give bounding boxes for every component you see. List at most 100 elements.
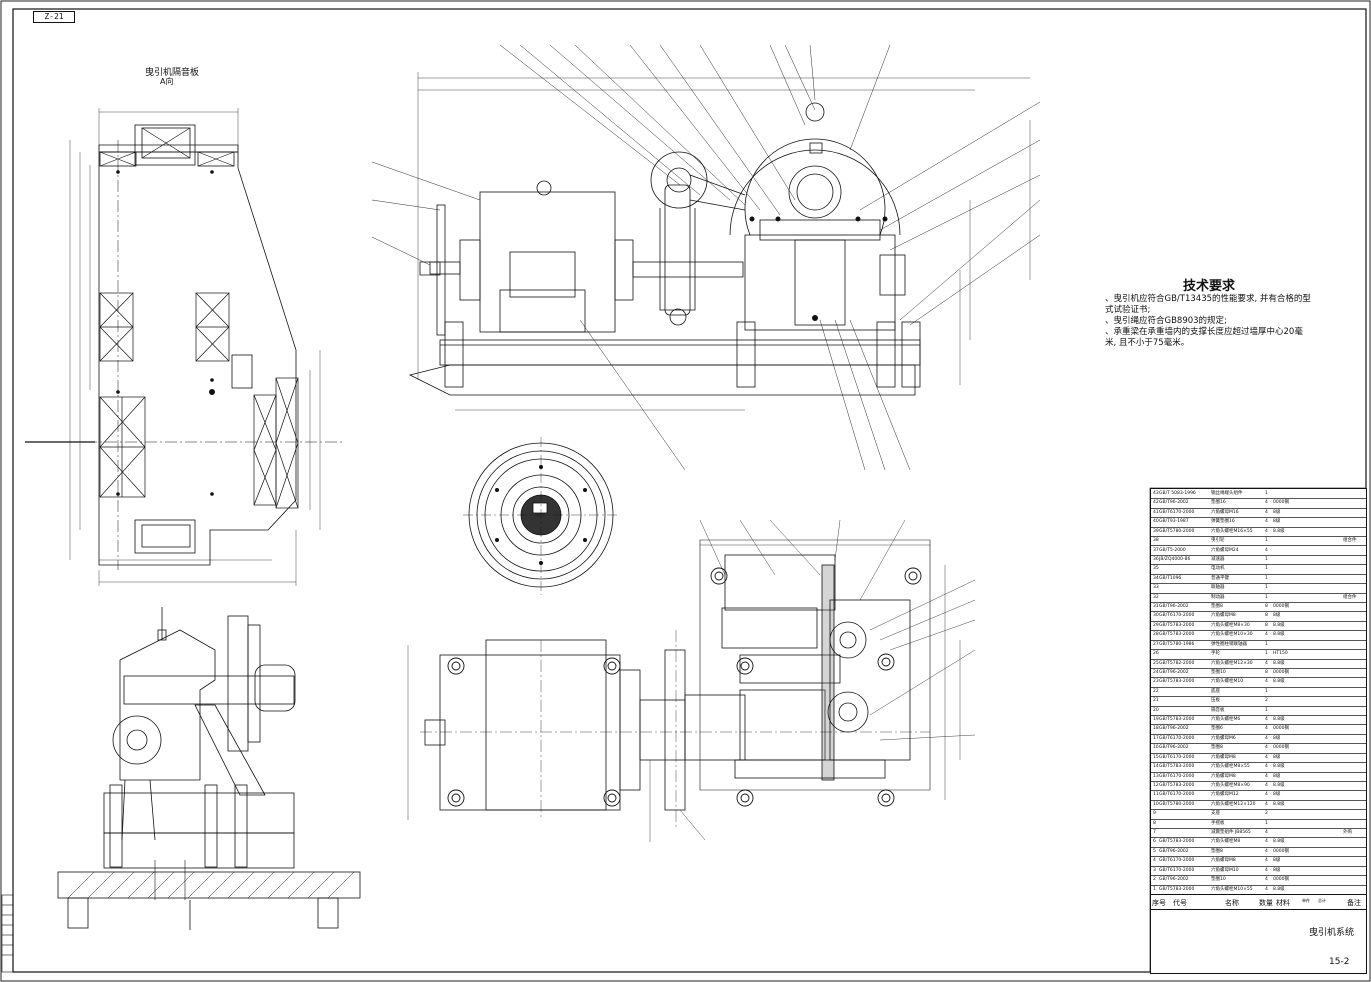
bom-remark: 组合件 bbox=[1343, 594, 1357, 600]
bom-qty: 1 bbox=[1265, 820, 1268, 826]
bom-index: 42 bbox=[1153, 500, 1159, 506]
bom-code: GB/T6170-2000 bbox=[1159, 773, 1195, 779]
bom-index: 9 bbox=[1153, 811, 1156, 817]
bom-row: 9 支座 2 bbox=[1151, 809, 1366, 820]
bom-qty: 1 bbox=[1265, 641, 1268, 647]
bom-name: 六角头螺栓M8×30 bbox=[1211, 622, 1250, 628]
bom-index: 15 bbox=[1153, 754, 1159, 760]
bom-name: 压板 bbox=[1211, 698, 1220, 704]
bom-qty: 4 bbox=[1265, 500, 1268, 506]
bom-qty: 4 bbox=[1265, 726, 1268, 732]
bom-index: 14 bbox=[1153, 764, 1159, 770]
bom-code: GB/T5783-2000 bbox=[1159, 717, 1195, 723]
bom-header-qty: 数量 bbox=[1259, 899, 1273, 907]
bom-material: 8.8级 bbox=[1273, 528, 1285, 534]
bom-name: 电动机 bbox=[1211, 566, 1225, 572]
bom-name: 六角螺母M8 bbox=[1211, 613, 1236, 619]
bom-code: GB/T5-2000 bbox=[1159, 547, 1186, 553]
bom-index: 16 bbox=[1153, 745, 1159, 751]
bom-qty: 4 bbox=[1265, 509, 1268, 515]
bom-code: GB/T6170-2000 bbox=[1159, 867, 1195, 873]
bom-qty: 1 bbox=[1265, 585, 1268, 591]
bom-index: 22 bbox=[1153, 688, 1159, 694]
bom-material: 8.8级 bbox=[1273, 622, 1285, 628]
bom-qty: 4 bbox=[1265, 877, 1268, 883]
bom-index: 12 bbox=[1153, 782, 1159, 788]
bom-header: 序号 代号 名称 数量 材料 单件 总计 备注 bbox=[1151, 894, 1366, 910]
bom-material: 8.8级 bbox=[1273, 679, 1285, 685]
bom-qty: 8 bbox=[1265, 669, 1268, 675]
bom-qty: 1 bbox=[1265, 575, 1268, 581]
bom-code: GB/T5780-2000 bbox=[1159, 528, 1195, 534]
bom-qty: 4 bbox=[1265, 773, 1268, 779]
bom-code: JB/ZQ4000-86 bbox=[1159, 556, 1191, 562]
bom-qty: 4 bbox=[1265, 735, 1268, 741]
bom-material: 0000钢 bbox=[1273, 604, 1289, 610]
bom-qty: 4 bbox=[1265, 858, 1268, 864]
bom-name: 联轴器 bbox=[1211, 585, 1225, 591]
bom-name: 六角螺母M16 bbox=[1211, 509, 1239, 515]
bom-qty: 4 bbox=[1265, 867, 1268, 873]
bom-index: 43 bbox=[1153, 491, 1159, 496]
bom-qty: 1 bbox=[1265, 688, 1268, 694]
bom-index: 39 bbox=[1153, 528, 1159, 534]
bom-qty: 2 bbox=[1265, 811, 1268, 817]
bom-qty: 4 bbox=[1265, 886, 1268, 892]
plan-view bbox=[407, 519, 976, 842]
bom-name: 垫圈8 bbox=[1211, 848, 1223, 854]
bom-qty: 4 bbox=[1265, 848, 1268, 854]
bom-code: GB/T93-1987 bbox=[1159, 519, 1189, 525]
bom-qty: 4 bbox=[1265, 528, 1268, 534]
bom-name: 六角螺母M24 bbox=[1211, 547, 1239, 553]
bom-qty: 4 bbox=[1265, 754, 1268, 760]
side-view bbox=[57, 607, 361, 930]
bom-name: 垫圈8 bbox=[1211, 745, 1223, 751]
bom-qty: 1 bbox=[1265, 538, 1268, 544]
bom-material: 8级 bbox=[1273, 792, 1281, 798]
bom-index: 37 bbox=[1153, 547, 1159, 553]
bom-index: 40 bbox=[1153, 519, 1159, 525]
bom-name: 六角螺母M6 bbox=[1211, 735, 1236, 741]
bom-index: 30 bbox=[1153, 613, 1159, 619]
bom-remark: 组合件 bbox=[1343, 538, 1357, 544]
bom-index: 35 bbox=[1153, 566, 1159, 572]
bom-index: 2 bbox=[1153, 877, 1156, 883]
drawing-name: 曳引机系统 bbox=[1309, 928, 1355, 938]
bom-name: 六角头螺栓M8×90 bbox=[1211, 782, 1250, 788]
bom-code: GB/T96-2002 bbox=[1159, 745, 1189, 751]
bom-code: GB/T6170-2000 bbox=[1159, 754, 1195, 760]
bom-code: GB/T6170-2000 bbox=[1159, 735, 1195, 741]
left-margin-blocks bbox=[1, 894, 14, 973]
bom-name: 支座 bbox=[1211, 811, 1220, 817]
bom-qty: 1 bbox=[1265, 594, 1268, 600]
bom-header-name: 名称 bbox=[1225, 899, 1239, 907]
bom-name: 六角头螺栓M16×55 bbox=[1211, 528, 1253, 534]
bom-code: GB/T5783-2000 bbox=[1159, 764, 1195, 770]
bom-qty: 4 bbox=[1265, 792, 1268, 798]
tech-requirement-line: 、曳引机应符合GB/T13435的性能要求, 并有合格的型 bbox=[1105, 294, 1311, 304]
bom-qty: 4 bbox=[1265, 839, 1268, 845]
silencer-plate-view bbox=[25, 108, 345, 586]
bom-material: 0000钢 bbox=[1273, 848, 1289, 854]
silencer-view-title: 曳引机隔音板 bbox=[145, 68, 200, 78]
bom-material: 0000钢 bbox=[1273, 726, 1289, 732]
tech-requirement-line: 、承重梁在承重墙内的支撑长度应超过墙厚中心20毫 bbox=[1105, 327, 1303, 337]
bom-material: 8.8级 bbox=[1273, 839, 1285, 845]
bom-material: 8.8级 bbox=[1273, 717, 1285, 723]
